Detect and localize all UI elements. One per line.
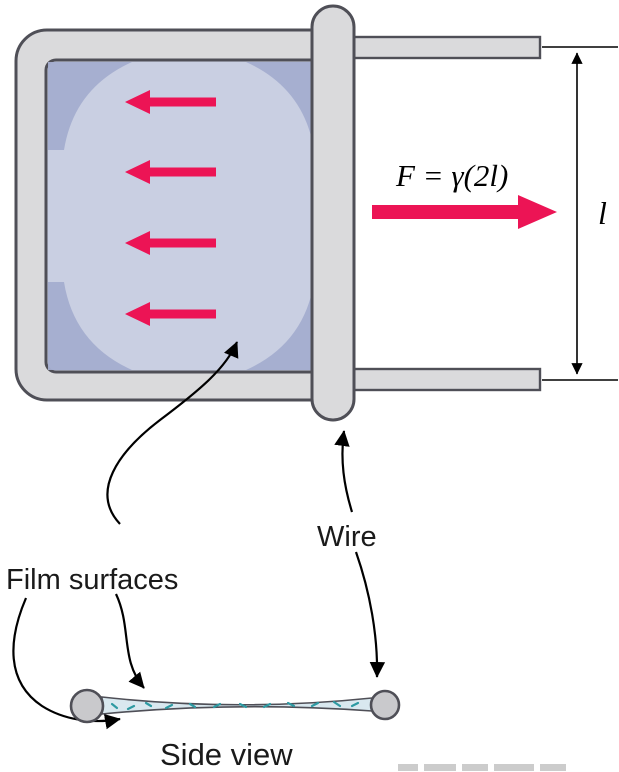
side-view-film: [101, 696, 373, 715]
sliding-wire: [310, 4, 356, 422]
film-speckles: [110, 700, 360, 711]
film-surface-top-arrow-icon: [115, 593, 145, 689]
wire-cross-section-left: [69, 688, 105, 724]
force-label: F = γ(2l): [395, 158, 508, 193]
side-view: Side view: [69, 688, 401, 772]
length-dimension: l: [542, 46, 618, 381]
soap-film: [44, 58, 334, 374]
wire-cross-section-right: [369, 689, 401, 721]
side-view-label: Side view: [160, 737, 293, 772]
bottom-rail: [328, 367, 542, 392]
top-rail: [328, 35, 542, 60]
wire-sideview-arrow-icon: [354, 551, 386, 678]
force-arrow-icon: [372, 195, 557, 229]
length-label: l: [598, 195, 607, 231]
cropped-text-artifact: [398, 764, 566, 771]
wire-label: Wire: [317, 521, 377, 553]
wire-pointer-arrow-icon: [334, 430, 354, 513]
film-surfaces-label: Film surfaces: [6, 564, 178, 596]
film-pointer-arrow-icon: [106, 341, 239, 525]
